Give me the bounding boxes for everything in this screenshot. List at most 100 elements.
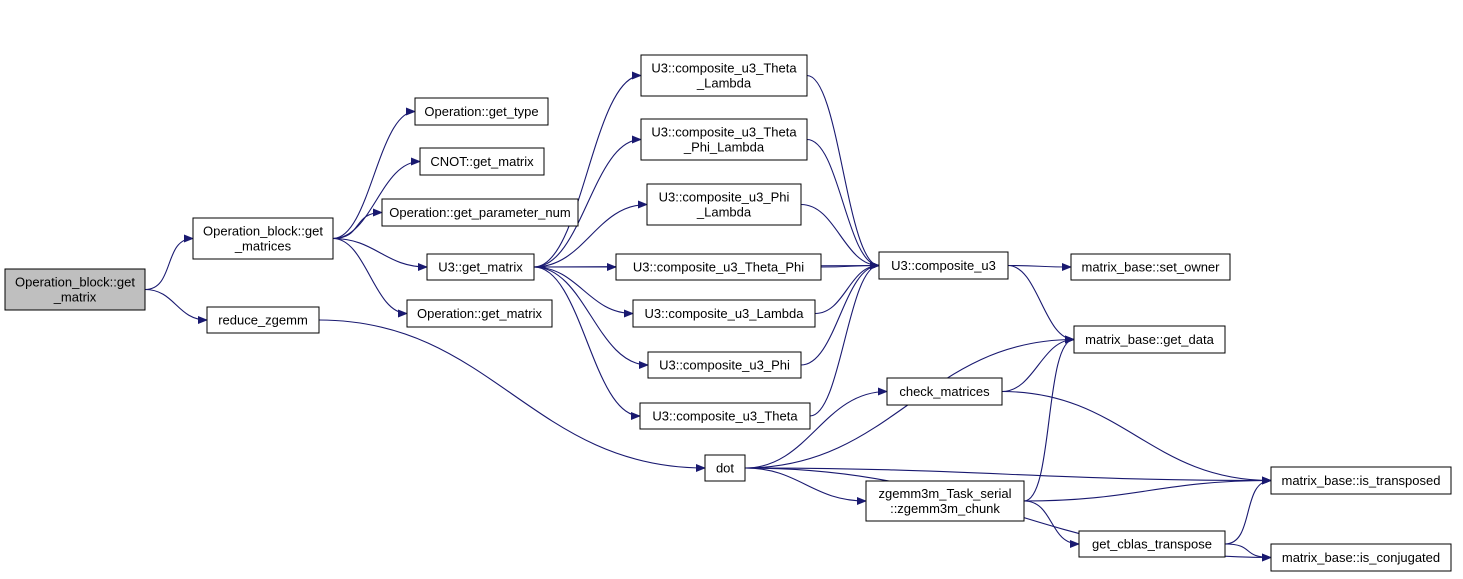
node-label: dot bbox=[716, 461, 734, 476]
node-box bbox=[646, 183, 802, 226]
node-label: Operation::get_matrix bbox=[417, 306, 543, 321]
edge-layer bbox=[144, 71, 1272, 562]
node-layer: Operation_block::get_matrixOperation_blo… bbox=[4, 54, 1452, 572]
node-label: U3::composite_u3 bbox=[891, 258, 996, 273]
edge-cu3_theta_lambda-to-composite_u3 bbox=[806, 74, 880, 270]
edge-line bbox=[744, 467, 867, 505]
node-label: matrix_base::get_data bbox=[1085, 332, 1214, 347]
node-cu3-phi-lambda[interactable]: U3::composite_u3_Phi_Lambda bbox=[646, 183, 802, 226]
node-op-get-parameter-num[interactable]: Operation::get_parameter_num bbox=[381, 198, 579, 227]
edge-line bbox=[1001, 335, 1075, 393]
node-cu3-lambda[interactable]: U3::composite_u3_Lambda bbox=[632, 299, 816, 328]
node-cu3-theta[interactable]: U3::composite_u3_Theta bbox=[639, 402, 811, 430]
edge-u3_get_matrix-to-cu3_theta bbox=[533, 266, 641, 420]
node-label: U3::composite_u3_Phi bbox=[659, 358, 790, 373]
node-box bbox=[1270, 466, 1452, 495]
node-label: matrix_base::is_transposed bbox=[1282, 473, 1441, 488]
node-dot[interactable]: dot bbox=[704, 454, 746, 482]
node-label: _matrices bbox=[234, 239, 292, 254]
node-cu3-phi[interactable]: U3::composite_u3_Phi bbox=[647, 351, 802, 379]
node-label: CNOT::get_matrix bbox=[430, 154, 534, 169]
edge-line bbox=[144, 234, 194, 291]
edge-line bbox=[809, 261, 880, 417]
edge-line bbox=[744, 467, 1272, 485]
edge-line bbox=[1001, 390, 1272, 485]
node-box bbox=[878, 251, 1009, 280]
edge-check_matrices-to-get_data bbox=[1001, 335, 1075, 393]
node-opblock-get-matrices[interactable]: Operation_block::get_matrices bbox=[192, 217, 334, 260]
node-label: Operation_block::get bbox=[15, 275, 135, 290]
node-root[interactable]: Operation_block::get_matrix bbox=[4, 268, 146, 311]
node-label: _Phi_Lambda bbox=[683, 140, 765, 155]
edge-line bbox=[318, 319, 706, 472]
node-get-cblas-transpose[interactable]: get_cblas_transpose bbox=[1078, 530, 1226, 558]
node-label: U3::composite_u3_Lambda bbox=[645, 306, 805, 321]
node-box bbox=[192, 217, 334, 260]
edge-u3_get_matrix-to-cu3_theta_lambda bbox=[533, 71, 642, 268]
edge-line bbox=[332, 237, 428, 271]
edge-u3_get_matrix-to-cu3_phi bbox=[533, 266, 649, 369]
node-cu3-theta-phi-lambda[interactable]: U3::composite_u3_Theta_Phi_Lambda bbox=[640, 118, 808, 161]
edge-root-to-opblock_get_matrices bbox=[144, 234, 194, 291]
edge-dot-to-check_matrices bbox=[744, 387, 888, 469]
node-box bbox=[1078, 530, 1226, 558]
node-check-matrices[interactable]: check_matrices bbox=[886, 377, 1003, 406]
edge-opblock_get_matrices-to-u3_get_matrix bbox=[332, 237, 428, 271]
node-label: U3::composite_u3_Theta_Phi bbox=[633, 260, 804, 275]
node-label: U3::composite_u3_Theta bbox=[652, 409, 798, 424]
node-label: get_cblas_transpose bbox=[1092, 537, 1212, 552]
node-box bbox=[647, 351, 802, 379]
node-zgemm3m-chunk[interactable]: zgemm3m_Task_serial::zgemm3m_chunk bbox=[865, 480, 1025, 522]
node-is-transposed[interactable]: matrix_base::is_transposed bbox=[1270, 466, 1452, 495]
node-set-owner[interactable]: matrix_base::set_owner bbox=[1070, 253, 1231, 281]
node-box bbox=[639, 402, 811, 430]
edge-line bbox=[1023, 500, 1080, 548]
edge-line bbox=[533, 200, 648, 268]
edge-cu3_theta-to-composite_u3 bbox=[809, 261, 880, 417]
node-label: U3::composite_u3_Theta bbox=[651, 61, 797, 76]
node-box bbox=[4, 268, 146, 311]
node-op-get-matrix[interactable]: Operation::get_matrix bbox=[406, 299, 553, 328]
node-cu3-theta-lambda[interactable]: U3::composite_u3_Theta_Lambda bbox=[640, 54, 808, 97]
node-box bbox=[1270, 543, 1452, 572]
node-label: U3::composite_u3_Theta bbox=[651, 125, 797, 140]
edge-line bbox=[1007, 264, 1075, 344]
edge-u3_get_matrix-to-cu3_lambda bbox=[533, 266, 634, 318]
node-box bbox=[632, 299, 816, 328]
node-box bbox=[1070, 253, 1231, 281]
node-label: Operation_block::get bbox=[203, 224, 323, 239]
node-is-conjugated[interactable]: matrix_base::is_conjugated bbox=[1270, 543, 1452, 572]
edge-u3_get_matrix-to-cu3_theta_phi_lambda bbox=[533, 135, 642, 268]
edge-line bbox=[533, 266, 649, 369]
node-composite-u3[interactable]: U3::composite_u3 bbox=[878, 251, 1009, 280]
edge-opblock_get_matrices-to-cnot_get_matrix bbox=[332, 157, 421, 240]
edge-get_cblas_transpose-to-is_transposed bbox=[1224, 476, 1272, 545]
edge-opblock_get_matrices-to-op_get_parameter_num bbox=[332, 208, 383, 240]
node-get-data[interactable]: matrix_base::get_data bbox=[1073, 325, 1226, 354]
node-cu3-theta-phi[interactable]: U3::composite_u3_Theta_Phi bbox=[615, 253, 822, 281]
node-label: Operation::get_parameter_num bbox=[389, 205, 570, 220]
node-box bbox=[206, 306, 320, 334]
edge-cu3_phi_lambda-to-composite_u3 bbox=[800, 203, 880, 270]
edge-reduce_zgemm-to-dot bbox=[318, 319, 706, 472]
edge-line bbox=[1224, 476, 1272, 545]
node-op-get-type[interactable]: Operation::get_type bbox=[414, 97, 549, 126]
edge-line bbox=[744, 387, 888, 469]
node-reduce-zgemm[interactable]: reduce_zgemm bbox=[206, 306, 320, 334]
edge-composite_u3-to-set_owner bbox=[1007, 262, 1072, 271]
node-label: _Lambda bbox=[696, 205, 752, 220]
edge-root-to-reduce_zgemm bbox=[144, 288, 208, 324]
edge-line bbox=[533, 71, 642, 268]
edge-composite_u3-to-get_data bbox=[1007, 264, 1075, 344]
edge-dot-to-zgemm3m_chunk bbox=[744, 467, 867, 505]
edge-line bbox=[800, 203, 880, 270]
node-box bbox=[419, 147, 545, 176]
node-box bbox=[426, 253, 535, 281]
node-u3-get-matrix[interactable]: U3::get_matrix bbox=[426, 253, 535, 281]
edge-cu3_theta_phi_lambda-to-composite_u3 bbox=[806, 138, 880, 270]
node-box bbox=[865, 480, 1025, 522]
edge-u3_get_matrix-to-cu3_phi_lambda bbox=[533, 200, 648, 268]
node-cnot-get-matrix[interactable]: CNOT::get_matrix bbox=[419, 147, 545, 176]
